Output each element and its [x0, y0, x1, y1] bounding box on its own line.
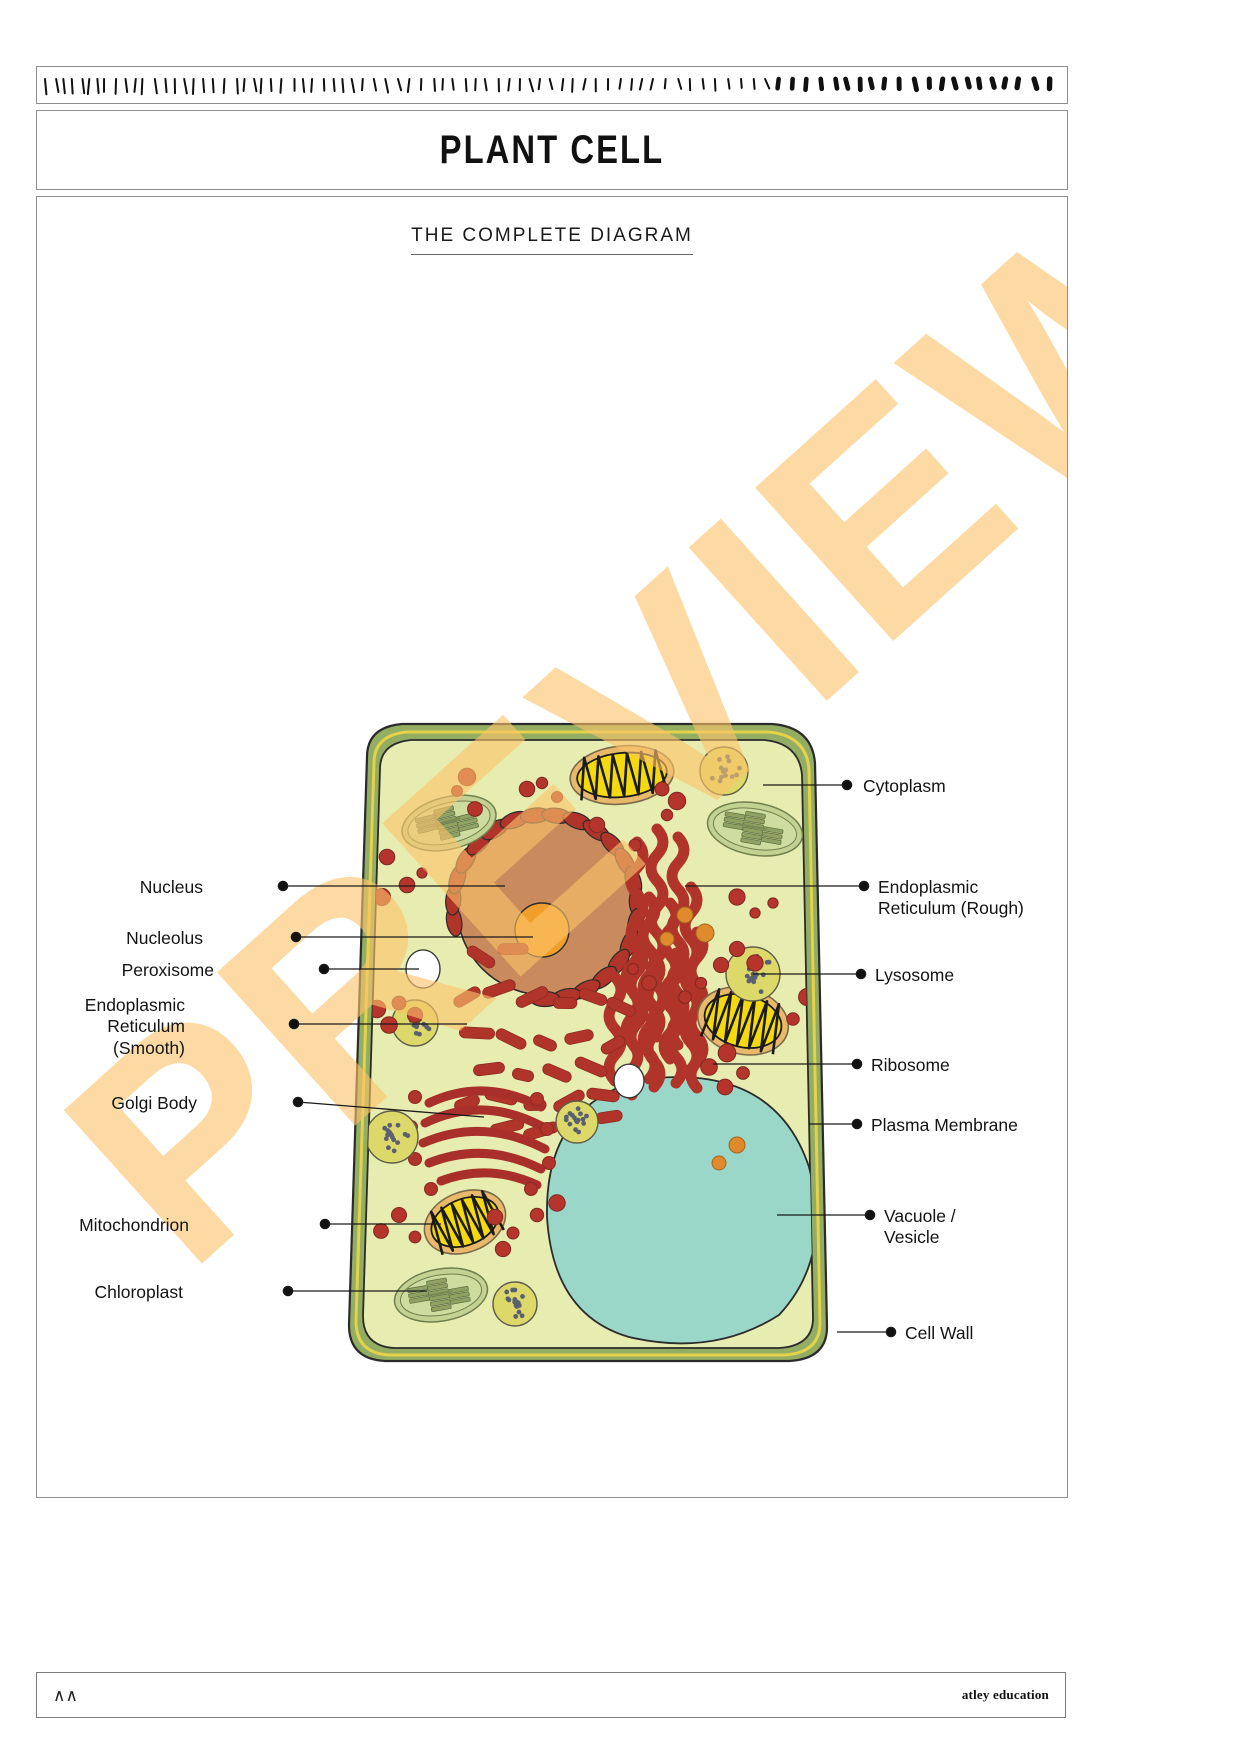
- label-rough-er: Endoplasmic Reticulum (Rough): [878, 877, 1024, 919]
- label-golgi-body: Golgi Body: [111, 1093, 197, 1113]
- nucleolus-shape: [514, 902, 570, 958]
- page-title: PLANT CELL: [439, 127, 665, 172]
- title-box: PLANT CELL: [36, 110, 1068, 190]
- subtitle-wrap: THE COMPLETE DIAGRAM: [37, 225, 1067, 255]
- label-cell-wall: Cell Wall: [905, 1323, 974, 1343]
- label-peroxisome: Peroxisome: [121, 960, 214, 980]
- label-ribosome: Ribosome: [871, 1055, 950, 1075]
- diagram-subtitle: THE COMPLETE DIAGRAM: [411, 225, 693, 255]
- decorative-tick-band: [36, 66, 1068, 104]
- page-footer: ∧∧ atley education: [36, 1672, 1066, 1718]
- label-chloroplast: Chloroplast: [94, 1282, 183, 1302]
- plant-cell-illustration: [347, 722, 829, 1363]
- label-cytoplasm: Cytoplasm: [863, 776, 946, 796]
- brand-label: atley education: [961, 1687, 1049, 1702]
- peroxisome-shape: [405, 949, 645, 1099]
- label-lysosome: Lysosome: [875, 965, 955, 985]
- label-vacuole: Vacuole / Vesicle: [884, 1206, 956, 1248]
- label-smooth-er: Endoplasmic Reticulum (Smooth): [84, 995, 185, 1058]
- label-mitochondrion: Mitochondrion: [79, 1215, 189, 1235]
- label-nucleolus: Nucleolus: [126, 928, 203, 948]
- golgi-body-shape: [404, 1086, 556, 1196]
- lysosome-shape: [365, 746, 781, 1327]
- label-plasma-membrane: Plasma Membrane: [871, 1115, 1018, 1135]
- tick-band-svg: [44, 76, 1053, 96]
- diagram-box: THE COMPLETE DIAGRAM: [36, 196, 1068, 1498]
- label-nucleus: Nucleus: [139, 877, 203, 897]
- mitochondrion-shape: [423, 744, 790, 1256]
- cell-wall-inner-line: [354, 730, 822, 1357]
- chloroplast-shape: [393, 794, 804, 1323]
- label-leader-lines: [277, 779, 897, 1338]
- wave-mark-icon: ∧∧: [53, 1685, 78, 1705]
